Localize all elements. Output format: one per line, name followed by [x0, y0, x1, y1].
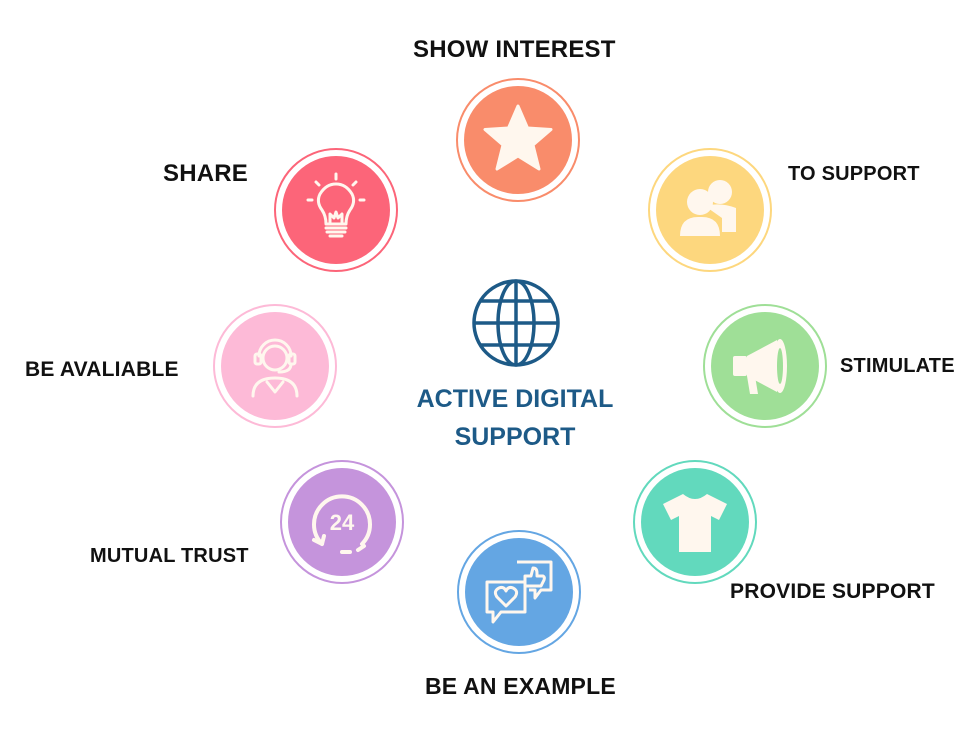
headset-agent-icon [251, 338, 299, 398]
label-share: SHARE [163, 160, 249, 187]
label-to-support: TO SUPPORT [788, 163, 920, 185]
megaphone-icon [733, 339, 787, 394]
star-icon [483, 104, 553, 171]
node-mutual-trust: 24 [280, 460, 404, 584]
label-stimulate: STIMULATE [840, 355, 955, 377]
node-be-avaliable [213, 304, 337, 428]
node-share [274, 148, 398, 272]
lightbulb-icon [306, 172, 366, 238]
node-provide-support [633, 460, 757, 584]
label-provide-support: PROVIDE SUPPORT [730, 580, 935, 603]
center-title: ACTIVE DIGITAL SUPPORT [395, 380, 635, 456]
node-stimulate [703, 304, 827, 428]
node-to-support [648, 148, 772, 272]
label-show-interest: SHOW INTEREST [413, 36, 616, 63]
label-mutual-trust: MUTUAL TRUST [90, 545, 249, 567]
label-be-avaliable: BE AVALIABLE [25, 358, 179, 381]
node-show-interest [456, 78, 580, 202]
label-be-an-example: BE AN EXAMPLE [425, 673, 616, 699]
globe-icon [470, 277, 562, 369]
svg-text:24: 24 [330, 510, 355, 535]
center-title-line1: ACTIVE DIGITAL [416, 385, 614, 413]
people-icon [680, 180, 736, 236]
center-title-line2: SUPPORT [454, 423, 576, 451]
24-hours-icon: 24 [312, 494, 372, 554]
chat-heart-icon [485, 560, 553, 624]
node-be-an-example [457, 530, 581, 654]
tshirt-icon [663, 494, 727, 552]
